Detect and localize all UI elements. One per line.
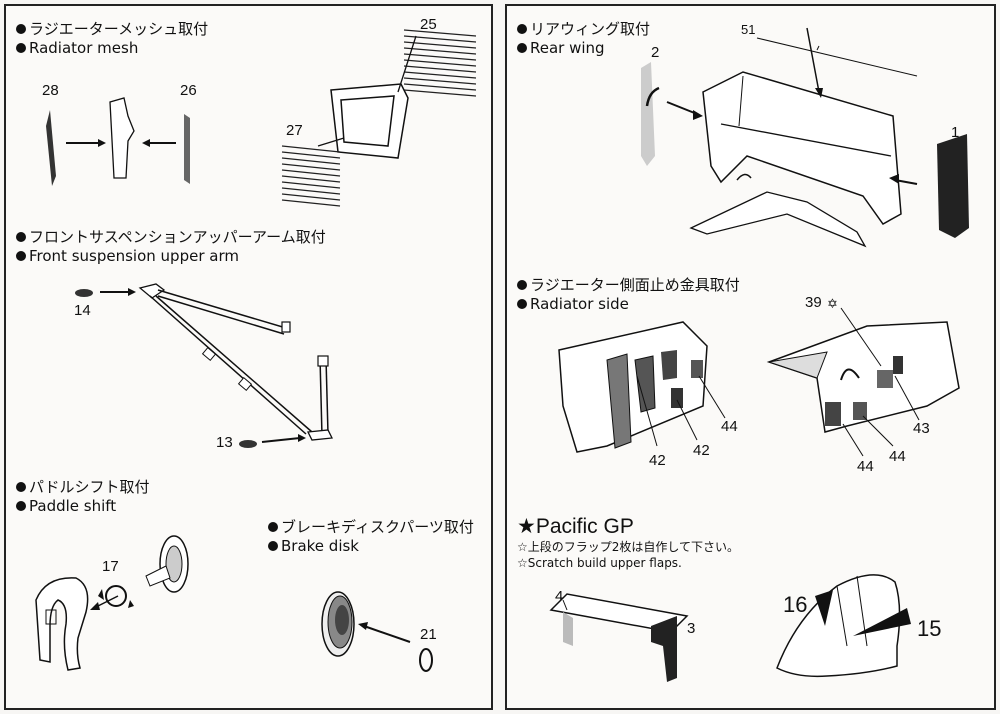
- part-number-13: 13: [216, 434, 233, 451]
- paddle-shift-title-en: Paddle shift: [29, 497, 117, 515]
- rear-wing-title-en: Rear wing: [530, 39, 605, 57]
- part-number-21: 21: [420, 626, 437, 643]
- bullet-icon: [16, 43, 26, 53]
- brake-disk-title-jp: ブレーキディスクパーツ取付: [281, 518, 474, 536]
- part-number-28: 28: [42, 82, 59, 99]
- part-number-44-a: 44: [721, 418, 738, 435]
- bullet-icon: [517, 280, 527, 290]
- part-number-51: 51: [741, 22, 756, 37]
- radiator-mesh-diagram: [46, 29, 477, 207]
- paddle-shift-header: パドルシフト取付 Paddle shift: [16, 478, 149, 516]
- part-number-15: 15: [917, 616, 942, 641]
- part-number-25: 25: [420, 16, 437, 33]
- suspension-arm-diagram: [75, 283, 334, 448]
- bullet-icon: [16, 24, 26, 34]
- bullet-icon: [268, 522, 278, 532]
- left-panel: ラジエーターメッシュ取付 Radiator mesh 28 26 25 27: [4, 4, 493, 710]
- paddle-shift-diagram: [35, 535, 189, 671]
- radiator-mesh-title-en: Radiator mesh: [29, 39, 139, 57]
- part-number-42-a: 42: [649, 452, 666, 469]
- bullet-icon: [16, 501, 26, 511]
- part-number-43: 43: [913, 420, 930, 437]
- bullet-icon: [268, 541, 278, 551]
- bullet-icon: [16, 251, 26, 261]
- part-number-1: 1: [951, 124, 960, 141]
- part-number-26: 26: [180, 82, 197, 99]
- part-number-4: 4: [555, 588, 564, 605]
- part-number-2: 2: [651, 44, 660, 61]
- brake-disk-diagram: [321, 591, 433, 672]
- part-number-44-b: 44: [857, 458, 874, 475]
- part-number-44-c: 44: [889, 448, 906, 465]
- svg-text:✡: ✡: [827, 297, 838, 312]
- radiator-side-title-jp: ラジエーター側面止め金具取付: [530, 276, 740, 294]
- bullet-icon: [517, 299, 527, 309]
- paddle-shift-title-jp: パドルシフト取付: [29, 478, 150, 496]
- bullet-icon: [517, 43, 527, 53]
- part-number-17: 17: [102, 558, 119, 575]
- right-panel: リアウィング取付 Rear wing 51 2 1 ラジエーター側面止め金具取付…: [505, 4, 996, 710]
- part-number-16: 16: [783, 592, 808, 617]
- bullet-icon: [16, 482, 26, 492]
- radiator-side-header: ラジエーター側面止め金具取付 Radiator side: [517, 276, 740, 314]
- pacific-gp-note-en: ☆Scratch build upper flaps.: [517, 556, 682, 570]
- front-suspension-title-en: Front suspension upper arm: [29, 247, 239, 265]
- radiator-side-title-en: Radiator side: [530, 295, 629, 313]
- part-number-39: 39: [805, 294, 822, 311]
- rear-wing-header: リアウィング取付 Rear wing: [517, 20, 650, 58]
- part-number-3: 3: [687, 620, 696, 637]
- pacific-gp-note-jp: ☆上段のフラップ2枚は自作して下さい。: [517, 540, 740, 554]
- part-number-27: 27: [286, 122, 303, 139]
- part-number-14: 14: [74, 302, 91, 319]
- radiator-side-diagram: ✡: [558, 297, 960, 457]
- bullet-icon: [16, 232, 26, 242]
- bullet-icon: [517, 24, 527, 34]
- front-suspension-title-jp: フロントサスペンションアッパーアーム取付: [29, 228, 326, 246]
- pacific-gp-header: ★Pacific GP ☆上段のフラップ2枚は自作して下さい。 ☆Scratch…: [517, 514, 739, 571]
- brake-disk-header: ブレーキディスクパーツ取付 Brake disk: [268, 518, 474, 556]
- brake-disk-title-en: Brake disk: [281, 537, 359, 555]
- pacific-gp-diagram: [549, 574, 911, 682]
- part-number-42-b: 42: [693, 442, 710, 459]
- rear-wing-diagram: [641, 27, 969, 248]
- radiator-mesh-header: ラジエーターメッシュ取付 Radiator mesh: [16, 20, 208, 58]
- radiator-mesh-title-jp: ラジエーターメッシュ取付: [29, 20, 209, 38]
- front-suspension-header: フロントサスペンションアッパーアーム取付 Front suspension up…: [16, 228, 326, 266]
- pacific-gp-title: ★Pacific GP: [517, 515, 634, 538]
- rear-wing-title-jp: リアウィング取付: [530, 20, 651, 38]
